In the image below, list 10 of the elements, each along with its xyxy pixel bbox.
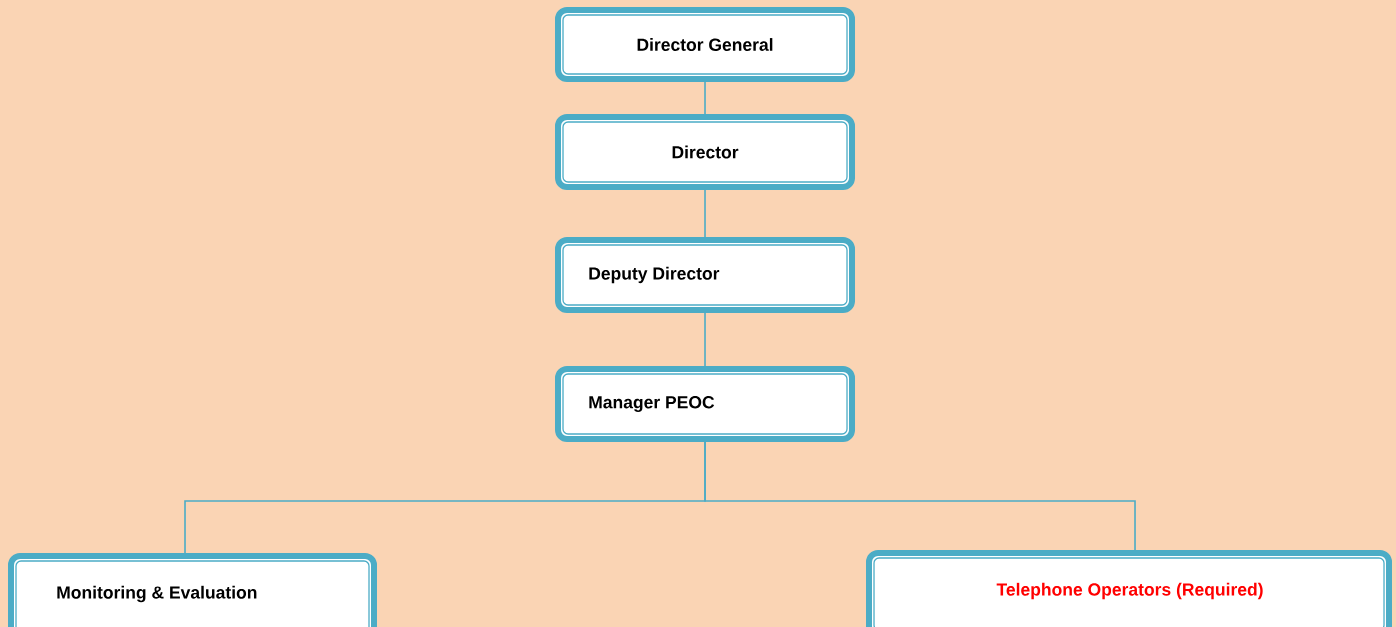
org-box: Monitoring & Evaluation (8, 553, 377, 627)
org-box: Manager PEOC (555, 366, 855, 442)
connector-line (704, 81, 706, 115)
connector-line (704, 441, 1136, 551)
org-box: Deputy Director (555, 237, 855, 313)
connector-line (704, 189, 706, 238)
connector-line (704, 312, 706, 367)
org-box: Telephone Operators (Required) (866, 550, 1392, 627)
org-box: Director General (555, 7, 855, 82)
org-box: Director (555, 114, 855, 190)
